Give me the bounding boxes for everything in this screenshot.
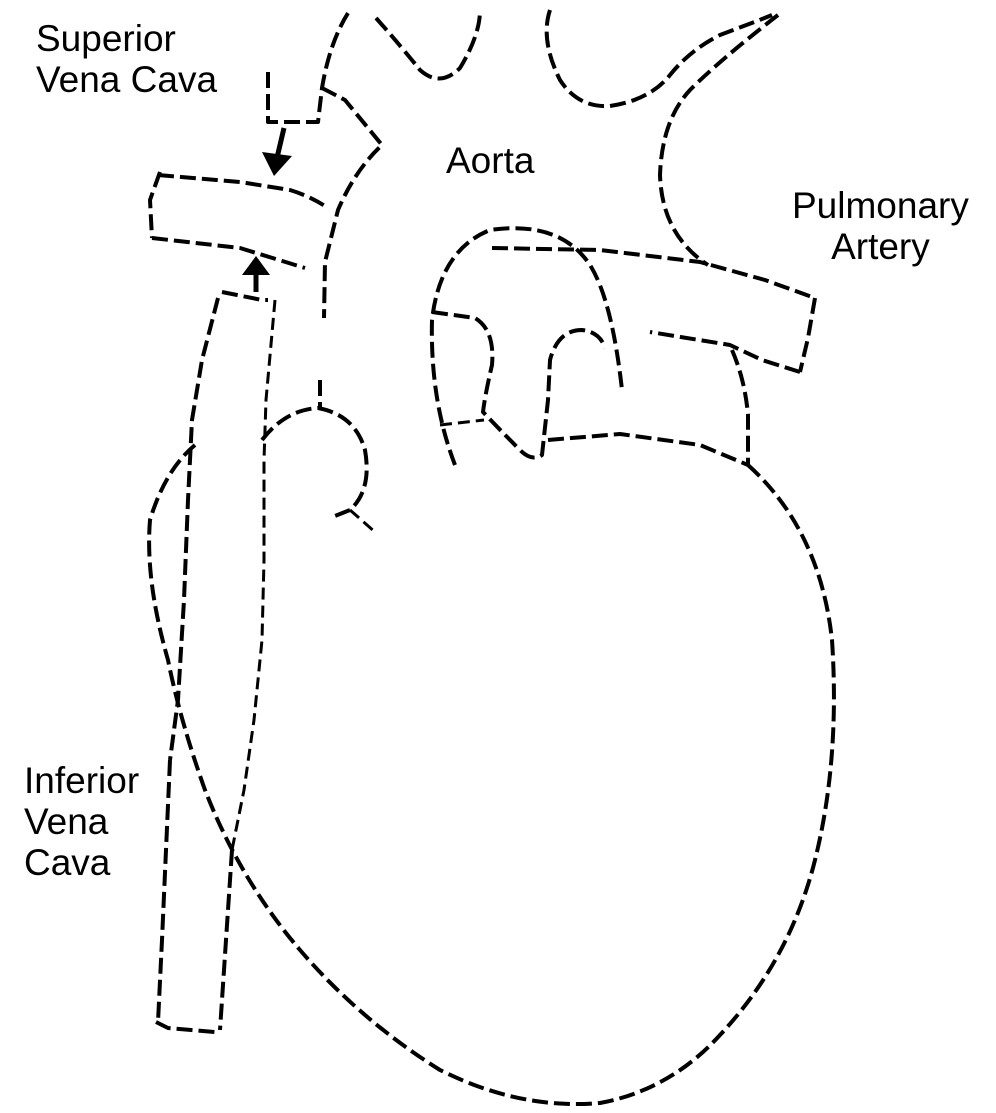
pulmonary-artery-label: Pulmonary Artery xyxy=(792,185,969,267)
inferior-vena-cava-right xyxy=(220,850,232,1030)
svc-horizontal-bottom xyxy=(152,238,305,268)
superior-vena-cava-label-line-2: Vena Cava xyxy=(36,59,217,100)
ivc-arrow-head xyxy=(242,256,270,275)
heart-main-outline xyxy=(149,445,834,1104)
aortic-root-arc-outer xyxy=(432,228,622,465)
right-atrium-hook-tail xyxy=(350,510,375,532)
pulmonary-artery-end xyxy=(800,298,815,372)
heart-top-edge xyxy=(548,434,748,465)
right-atrium-wall xyxy=(170,298,218,760)
svc-inner-left xyxy=(232,300,275,850)
pulmonary-artery-label-line-2: Artery xyxy=(792,226,969,267)
aortic-root-crossline xyxy=(440,420,484,425)
superior-vena-cava-outline xyxy=(268,10,350,122)
svc-horizontal-end xyxy=(150,172,160,238)
right-atrium-hook xyxy=(262,408,367,518)
pulmonary-trunk-left xyxy=(732,350,748,465)
pulmonary-artery-bottom xyxy=(650,332,800,372)
inferior-vena-cava-label-line-1: Inferior xyxy=(24,760,139,801)
aorta-arch-notch xyxy=(376,10,480,79)
aorta-label-text: Aorta xyxy=(446,140,534,181)
aorta-arch-right xyxy=(547,10,772,106)
inferior-vena-cava-left xyxy=(158,760,170,1022)
inferior-vena-cava-label-line-2: Vena xyxy=(24,801,139,842)
superior-vena-cava-label: Superior Vena Cava xyxy=(36,18,217,100)
aorta-descending-right xyxy=(660,15,778,265)
aorta-label: Aorta xyxy=(446,140,534,181)
svc-arrow-head xyxy=(262,152,292,176)
pulmonary-artery-label-line-1: Pulmonary xyxy=(792,185,969,226)
aorta-left-wall xyxy=(322,88,382,318)
inferior-vena-cava-label-line-3: Cava xyxy=(24,842,139,883)
pulmonary-artery-top xyxy=(492,248,815,298)
inferior-vena-cava-label: Inferior Vena Cava xyxy=(24,760,139,883)
right-atrium-wall-outer xyxy=(222,292,268,300)
svc-horizontal-top xyxy=(158,175,328,208)
superior-vena-cava-label-line-1: Superior xyxy=(36,18,217,59)
inferior-vena-cava-bottom xyxy=(156,1022,215,1032)
